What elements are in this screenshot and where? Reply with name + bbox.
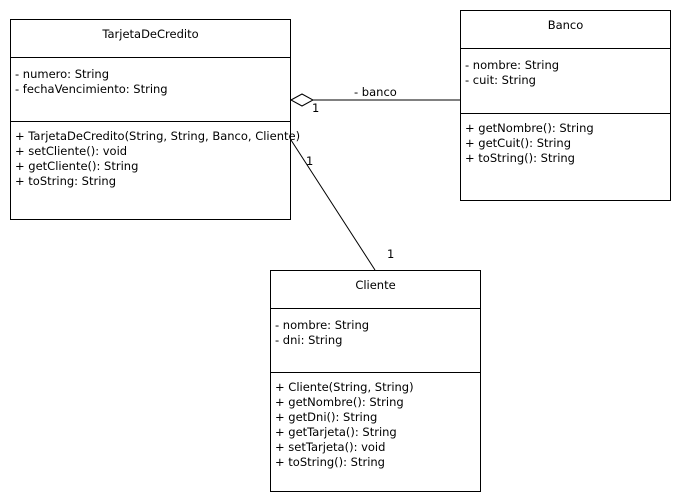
method: + getDni(): String [275, 410, 378, 424]
attribute: - dni: String [275, 333, 343, 347]
attributes-section: - numero: String - fechaVencimiento: Str… [11, 58, 290, 122]
aggregation-diamond [289, 93, 315, 107]
attribute: - nombre: String [275, 318, 370, 332]
class-cliente: Cliente - nombre: String - dni: String +… [270, 270, 481, 492]
class-name: Banco [461, 11, 670, 49]
attribute: - fechaVencimiento: String [15, 82, 168, 96]
method: + toString(): String [465, 151, 575, 165]
method: + setTarjeta(): void [275, 440, 386, 454]
attributes-section: - nombre: String - cuit: String [461, 49, 670, 114]
method: + getNombre(): String [465, 121, 594, 135]
method: + toString(): String [275, 455, 385, 469]
methods-section: + TarjetaDeCredito(String, String, Banco… [11, 122, 301, 189]
methods-section: + getNombre(): String + getCuit(): Strin… [461, 114, 670, 166]
method: + TarjetaDeCredito(String, String, Banco… [15, 129, 301, 143]
attribute: - nombre: String [465, 58, 560, 72]
multiplicity-tarjeta-side: 1 [306, 154, 313, 168]
class-name: Cliente [271, 271, 480, 309]
method: + toString: String [15, 174, 117, 188]
method: + getTarjeta(): String [275, 425, 397, 439]
method: + getCliente(): String [15, 159, 139, 173]
multiplicity-tarjeta-banco: 1 [312, 101, 319, 115]
class-name: TarjetaDeCredito [11, 20, 290, 58]
method: + setCliente(): void [15, 144, 128, 158]
class-banco: Banco - nombre: String - cuit: String + … [460, 10, 671, 201]
methods-section: + Cliente(String, String) + getNombre():… [271, 373, 480, 470]
multiplicity-cliente-side: 1 [387, 247, 394, 261]
attribute: - numero: String [15, 67, 110, 81]
attributes-section: - nombre: String - dni: String [271, 309, 480, 373]
attribute: - cuit: String [465, 73, 536, 87]
class-tarjetadecredito: TarjetaDeCredito - numero: String - fech… [10, 19, 301, 220]
method: + getNombre(): String [275, 395, 404, 409]
association-line-tarjeta-cliente [290, 139, 376, 271]
method: + Cliente(String, String) [275, 380, 414, 394]
method: + getCuit(): String [465, 136, 572, 150]
role-label-banco: - banco [354, 85, 397, 99]
